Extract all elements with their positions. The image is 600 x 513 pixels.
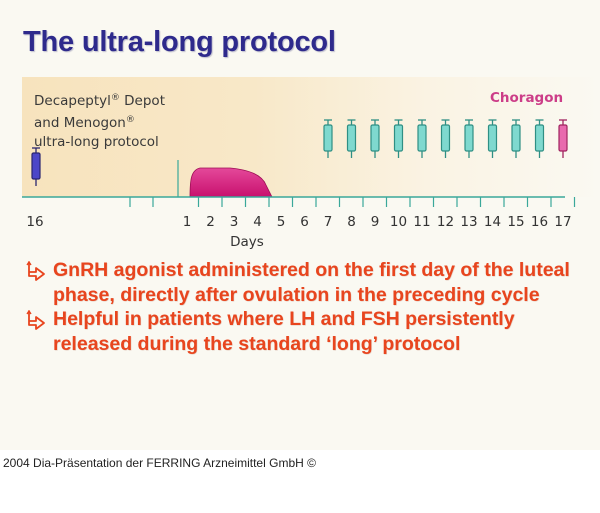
x-axis-tick-label: 16 (531, 214, 548, 230)
bullet-list: GnRH agonist administered on the first d… (25, 258, 595, 356)
x-axis-tick-label: 5 (277, 214, 286, 230)
depot-syringe-icon (31, 147, 41, 186)
x-axis-tick-label: 1 (183, 214, 192, 230)
x-axis-tick-label: 2 (206, 214, 215, 230)
x-axis-tick-label: 16 (26, 214, 43, 230)
depot-release-area (189, 167, 273, 198)
x-axis-tick-label: 13 (460, 214, 477, 230)
x-axis-tick-label: 14 (484, 214, 501, 230)
x-axis-tick-label: 10 (390, 214, 407, 230)
hand-arrow-icon (26, 261, 45, 281)
slide: The ultra-long protocol Decapeptyl® Depo… (0, 0, 600, 450)
menogon-syringe-icon (346, 119, 357, 158)
menogon-syringe-icon (323, 119, 333, 158)
bullet-text: GnRH agonist administered on the first d… (53, 259, 570, 306)
footer-copyright: 2004 Dia-Präsentation der FERRING Arznei… (3, 456, 316, 470)
x-axis-label: Days (230, 234, 264, 250)
chart-panel (22, 77, 600, 197)
x-axis-tick-label: 17 (554, 214, 571, 230)
syringe-markers (31, 119, 568, 186)
bullet-item: Helpful in patients where LH and FSH per… (25, 307, 595, 356)
x-axis-tick-label: 6 (300, 214, 309, 230)
menogon-syringe-icon (534, 119, 545, 158)
protocol-label-line1b: Depot (119, 93, 165, 109)
x-axis-tick-label: 3 (230, 214, 239, 230)
x-axis-ticks (129, 197, 576, 207)
protocol-label-line2a: and Menogon (34, 115, 126, 131)
choragon-label: Choragon (490, 90, 564, 106)
registered-mark: ® (125, 115, 135, 125)
choragon-syringe-icon (558, 119, 568, 158)
menogon-syringe-icon (511, 119, 521, 158)
x-axis-tick-label: 15 (507, 214, 524, 230)
hand-arrow-icon (26, 310, 45, 330)
x-axis-tick-label: 4 (253, 214, 262, 230)
registered-mark: ® (110, 93, 120, 103)
menogon-syringe-icon (440, 119, 451, 158)
menogon-syringe-icon (370, 119, 380, 158)
slide-title: The ultra-long protocol (23, 26, 336, 58)
protocol-label-line3: ultra-long protocol (34, 134, 159, 150)
bullet-item: GnRH agonist administered on the first d… (25, 258, 595, 307)
protocol-label-line1a: Decapeptyl (34, 93, 111, 109)
menogon-syringe-icon (417, 119, 427, 158)
menogon-syringe-icon (487, 119, 498, 158)
menogon-syringe-icon (464, 119, 474, 158)
x-axis-tick-label: 7 (324, 214, 333, 230)
protocol-label: Decapeptyl® Depot and Menogon® ultra-lon… (34, 89, 165, 152)
menogon-syringe-icon (393, 119, 404, 158)
x-axis-tick-label: 9 (371, 214, 380, 230)
x-axis-tick-label: 11 (413, 214, 430, 230)
bullet-text: Helpful in patients where LH and FSH per… (53, 308, 515, 355)
x-axis-tick-label: 12 (437, 214, 454, 230)
x-axis-tick-label: 8 (347, 214, 356, 230)
